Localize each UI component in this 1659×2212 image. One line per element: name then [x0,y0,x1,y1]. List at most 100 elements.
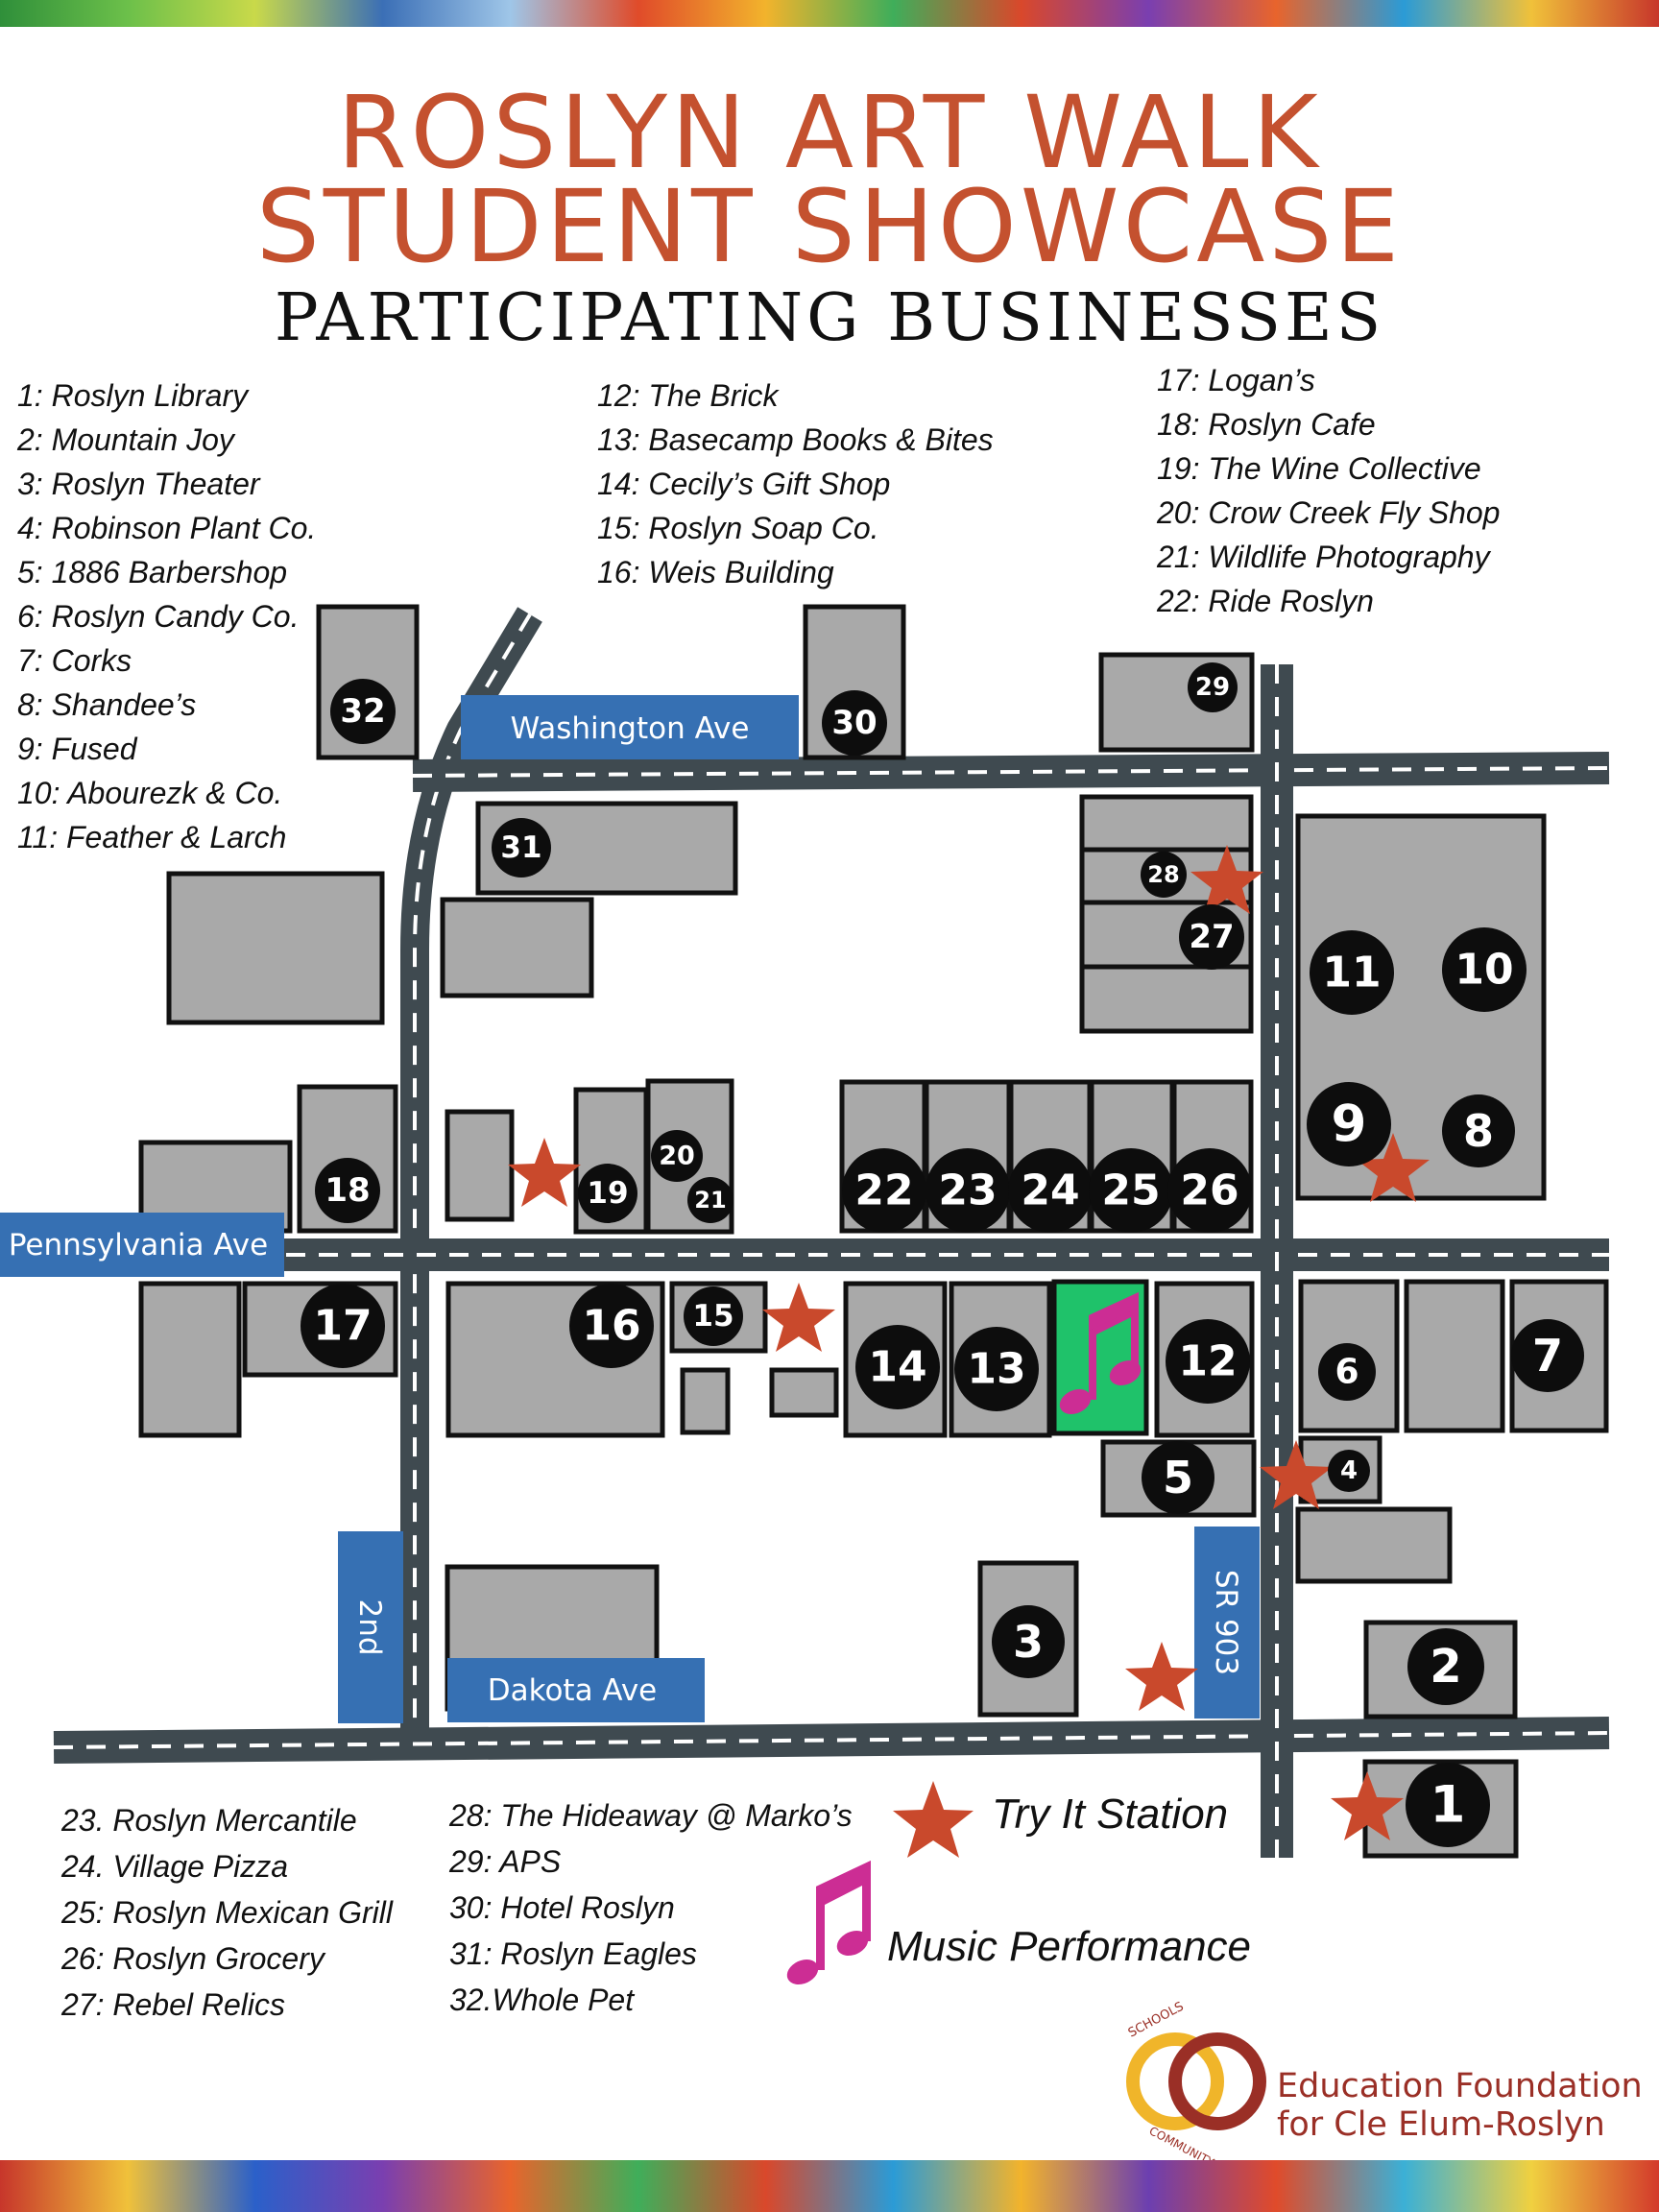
location-marker-label: 9 [1332,1095,1367,1154]
location-marker [1166,1319,1250,1404]
location-marker [578,1164,637,1223]
location-marker [330,679,396,744]
street-name-washington: Washington Ave [511,711,750,746]
location-marker-label: 22 [854,1166,913,1215]
list-item: 9: Fused [17,732,137,766]
list-item: 21: Wildlife Photography [1157,540,1490,574]
location-marker-label: 29 [1195,673,1230,702]
location-marker [684,1286,743,1346]
legend-try-it-label: Try It Station [992,1791,1229,1838]
building [680,1367,731,1435]
location-marker [1141,852,1187,898]
location-marker [842,1148,926,1233]
street-name-2nd: 2nd [352,1599,387,1655]
subtitle: PARTICIPATING BUSINESSES [274,280,1385,356]
list-item: 30: Hotel Roslyn [449,1890,675,1925]
list-item: 26: Roslyn Grocery [61,1941,325,1976]
business-list-3: 17: Logan’s 18: Roslyn Cafe 19: The Wine… [1157,358,1500,623]
location-marker-label: 12 [1178,1337,1237,1386]
building [1079,794,1254,853]
list-item: 16: Weis Building [597,555,834,589]
location-marker [1307,1082,1391,1166]
location-marker-label: 25 [1101,1166,1160,1215]
location-marker-label: 13 [967,1345,1025,1394]
location-marker-label: 31 [500,830,541,865]
stars [508,845,1430,1858]
location-marker [1442,927,1527,1012]
building [769,1367,839,1418]
location-marker-label: 17 [313,1302,372,1351]
location-marker-label: 28 [1147,861,1179,888]
list-item: 4: Robinson Plant Co. [17,511,317,545]
location-marker-label: 5 [1163,1452,1193,1503]
location-marker-label: 7 [1532,1330,1563,1382]
list-item: 28: The Hideaway @ Marko’s [449,1798,853,1833]
list-item: 17: Logan’s [1157,363,1315,397]
music-note-icon [1059,1292,1142,1415]
building [440,897,594,998]
location-marker-label: 4 [1340,1456,1358,1485]
building [138,1281,242,1438]
list-item: 14: Cecily’s Gift Shop [597,467,891,501]
list-item: 22: Ride Roslyn [1157,584,1374,618]
star-icon [1125,1642,1198,1711]
location-marker [1328,1450,1370,1492]
building [1404,1279,1505,1433]
star-icon [1357,1133,1430,1202]
location-marker [687,1177,733,1223]
location-marker [926,1148,1010,1233]
legend-star-icon [893,1781,974,1858]
list-item: 18: Roslyn Cafe [1157,407,1376,442]
title-line-1: ROSLYN ART WALK [337,74,1322,191]
building [1079,964,1254,1034]
list-item: 3: Roslyn Theater [17,467,260,501]
list-item: 20: Crow Creek Fly Shop [1157,495,1501,530]
logo-icon: SCHOOLS COMMUNITY [1126,2000,1266,2170]
location-marker-label: 14 [868,1343,926,1392]
title-line-2: STUDENT SHOWCASE [255,168,1404,285]
location-marker [1442,1094,1515,1167]
location-marker [301,1284,385,1368]
list-item: 29: APS [449,1844,562,1879]
street-signs: Washington Ave Pennsylvania Ave Dakota A… [0,695,1260,1723]
business-list-2: 12: The Brick 13: Basecamp Books & Bites… [597,373,994,594]
business-list-5: 28: The Hideaway @ Marko’s 29: APS 30: H… [449,1792,853,2023]
location-marker-label: 10 [1455,946,1513,995]
list-item: 25: Roslyn Mexican Grill [61,1895,393,1930]
location-marker [569,1284,654,1368]
location-marker [1089,1148,1173,1233]
list-item: 1: Roslyn Library [17,378,249,413]
list-item: 2: Mountain Joy [17,422,234,457]
location-marker [1167,1148,1252,1233]
location-marker-label: 30 [831,704,877,742]
list-item: 10: Abourezk & Co. [17,776,283,810]
building [166,871,385,1025]
list-item: 11: Feather & Larch [17,820,287,854]
location-marker [1142,1441,1214,1514]
location-marker-label: 8 [1463,1105,1494,1157]
logo-line-1: Education Foundation [1277,2067,1643,2105]
location-marker [492,818,551,878]
location-marker-label: 18 [325,1171,370,1210]
list-item: 5: 1886 Barbershop [17,555,288,589]
location-marker [1008,1148,1093,1233]
location-marker-label: 24 [1021,1166,1079,1215]
list-item: 24. Village Pizza [61,1849,288,1884]
business-list-1: 1: Roslyn Library 2: Mountain Joy 3: Ros… [17,373,316,859]
star-icon [1260,1440,1333,1509]
location-marker-label: 3 [1013,1616,1044,1668]
list-item: 6: Roslyn Candy Co. [17,599,300,634]
list-item: 12: The Brick [597,378,779,413]
street-name-dakota: Dakota Ave [488,1673,658,1708]
building [445,1109,515,1222]
list-item: 19: The Wine Collective [1157,451,1481,486]
location-marker [1188,662,1238,712]
legend-music-label: Music Performance [887,1923,1252,1970]
street-name-sr903: SR 903 [1209,1570,1243,1675]
location-marker [855,1325,940,1409]
location-marker [1407,1628,1484,1705]
location-marker [315,1158,380,1223]
building [1295,1506,1453,1584]
location-marker-label: 21 [694,1187,726,1214]
